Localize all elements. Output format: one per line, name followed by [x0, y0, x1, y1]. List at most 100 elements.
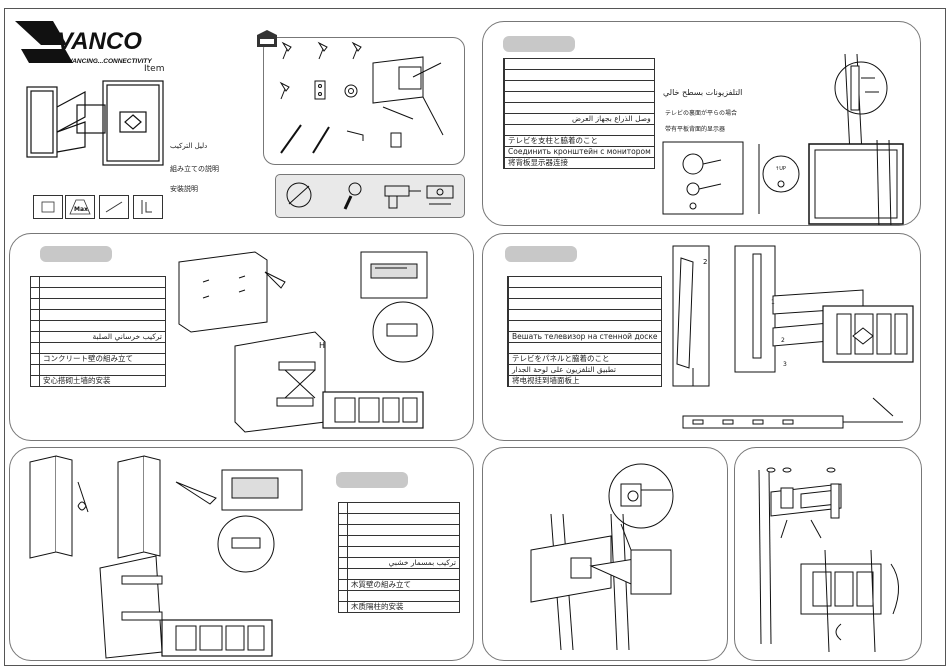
section-tab: [40, 246, 112, 262]
row-text: [504, 80, 655, 92]
table-row: [30, 276, 166, 288]
hardware-parts-illustration: [279, 41, 444, 154]
tilt-icon: [99, 195, 129, 219]
table-row: [30, 287, 166, 299]
row-text: [508, 309, 662, 321]
profile-icon: [133, 195, 163, 219]
tools-illustration: [286, 182, 454, 210]
table-row: تركيب خرساني الصلبة: [30, 331, 166, 343]
monitor-mount-diagram: ↑UP: [662, 53, 904, 225]
max-load-icon: Max: [65, 195, 95, 219]
parts-bag-icon: [257, 30, 277, 47]
section-tab: [505, 246, 577, 262]
row-text: [39, 364, 166, 376]
row-text: [39, 276, 166, 288]
item-label: Item: [144, 64, 165, 74]
table-row: [30, 342, 166, 354]
steps-table: تركيب بمسمار خشبي 木質壁の組み立て 木质隔柱的安装: [338, 502, 460, 613]
panel-wall-plate: Вешать телевизор на стенной доске テレビをパネ…: [482, 233, 921, 441]
table-row: [507, 298, 662, 310]
row-text: [39, 342, 166, 354]
table-row: 安心搭砌土墙的安装: [30, 375, 166, 387]
table-row: 木质隔柱的安装: [338, 601, 460, 613]
row-text: [347, 502, 460, 514]
instruction-sheet: VANCO ADVANCING...CONNECTIVITY Item دليل…: [4, 8, 946, 666]
table-row: [30, 320, 166, 332]
row-text: [39, 309, 166, 321]
table-row: コンクリート壁の組み立て: [30, 353, 166, 365]
wood-stud-diagram: [29, 455, 303, 659]
row-text: [508, 298, 662, 310]
table-row: [338, 502, 460, 514]
panel-concrete-wall: تركيب خرساني الصلبة コンクリート壁の組み立て 安心搭砌土墙的…: [9, 233, 474, 441]
adjust-diagram: [758, 467, 899, 653]
table-row: Вешать телевизор на стенной доске: [507, 331, 662, 343]
table-row: [338, 524, 460, 536]
steps-table: Вешать телевизор на стенной доске テレビをパネ…: [507, 276, 662, 387]
table-row: [30, 298, 166, 310]
label-1: 1: [771, 299, 775, 306]
row-text: [39, 320, 166, 332]
table-row: تركيب بمسمار خشبي: [338, 557, 460, 569]
label-2b: 2: [781, 337, 785, 344]
row-text: テレビを支柱と脇着のこと: [504, 135, 655, 147]
cover-lang-2: 組み立ての説明: [170, 165, 219, 173]
table-row: [30, 364, 166, 376]
table-row: 木質壁の組み立て: [338, 579, 460, 591]
table-row: [507, 287, 662, 299]
lang-note-1: التلفزيونات بسطح خالي: [663, 88, 743, 97]
wall-plate-diagram: 2 1 2 3: [672, 245, 914, 429]
row-text: Вешать телевизор на стенной доске: [508, 331, 662, 343]
section-tab: [503, 36, 575, 52]
row-text: [504, 91, 655, 103]
row-text: [504, 58, 655, 70]
row-text: 木質壁の組み立て: [347, 579, 460, 591]
panel-attach-monitor: وصل الذراع بجهاز العرض テレビを支柱と脇着のこと Соед…: [482, 21, 921, 226]
row-text: تركيب بمسمار خشبي: [347, 557, 460, 569]
row-text: [347, 568, 460, 580]
panel-adjust: [734, 447, 922, 661]
panel-lock-screw: [482, 447, 728, 661]
table-row: [503, 102, 655, 114]
label-2: 2: [703, 258, 707, 266]
table-row: Соединить кронштейн с монитором: [503, 146, 655, 158]
concrete-mount-diagram: H: [178, 251, 434, 433]
row-text: تطبيق التلفزيون على لوحة الجدار: [508, 364, 662, 376]
row-text: [508, 287, 662, 299]
level-tool-icon: [426, 185, 454, 205]
cover-section: VANCO ADVANCING...CONNECTIVITY Item دليل…: [5, 9, 475, 224]
row-text: [504, 124, 655, 136]
table-row: [338, 590, 460, 602]
row-text: テレビをパネルと脇着のこと: [508, 353, 662, 365]
table-row: [503, 69, 655, 81]
row-text: [508, 320, 662, 332]
row-text: تركيب خرساني الصلبة: [39, 331, 166, 343]
row-text: [508, 276, 662, 288]
table-row: テレビを支柱と脇着のこと: [503, 135, 655, 147]
vanco-logo: VANCO ADVANCING...CONNECTIVITY: [15, 21, 152, 65]
panel-wood-stud: تركيب بمسمار خشبي 木質壁の組み立て 木质隔柱的安装: [9, 447, 474, 661]
row-text: Соединить кронштейн с монитором: [504, 146, 655, 158]
mount-illustration: [26, 80, 164, 166]
row-text: [508, 342, 662, 354]
cover-lang-3: 安裝説明: [170, 185, 198, 193]
steps-table: تركيب خرساني الصلبة コンクリート壁の組み立て 安心搭砌土墙的…: [30, 276, 166, 387]
cover-lang-1: دليل التركيب: [170, 142, 208, 150]
table-row: [503, 124, 655, 136]
table-row: [503, 91, 655, 103]
table-row: [338, 546, 460, 558]
row-text: 安心搭砌土墙的安装: [39, 375, 166, 387]
row-text: [347, 590, 460, 602]
steps-table: وصل الذراع بجهاز العرض テレビを支柱と脇着のこと Соед…: [503, 58, 655, 169]
lang-note-3: 带有平板背面的显示器: [665, 126, 726, 133]
table-row: [338, 513, 460, 525]
svg-text:↑UP: ↑UP: [775, 166, 786, 172]
row-text: 将背板显示器连接: [504, 157, 655, 169]
dimension-icon: [33, 195, 63, 219]
row-text: [504, 69, 655, 81]
table-row: [507, 309, 662, 321]
row-text: コンクリート壁の組み立て: [39, 353, 166, 365]
row-text: [347, 535, 460, 547]
max-badge: Max: [74, 206, 88, 213]
table-row: [30, 309, 166, 321]
